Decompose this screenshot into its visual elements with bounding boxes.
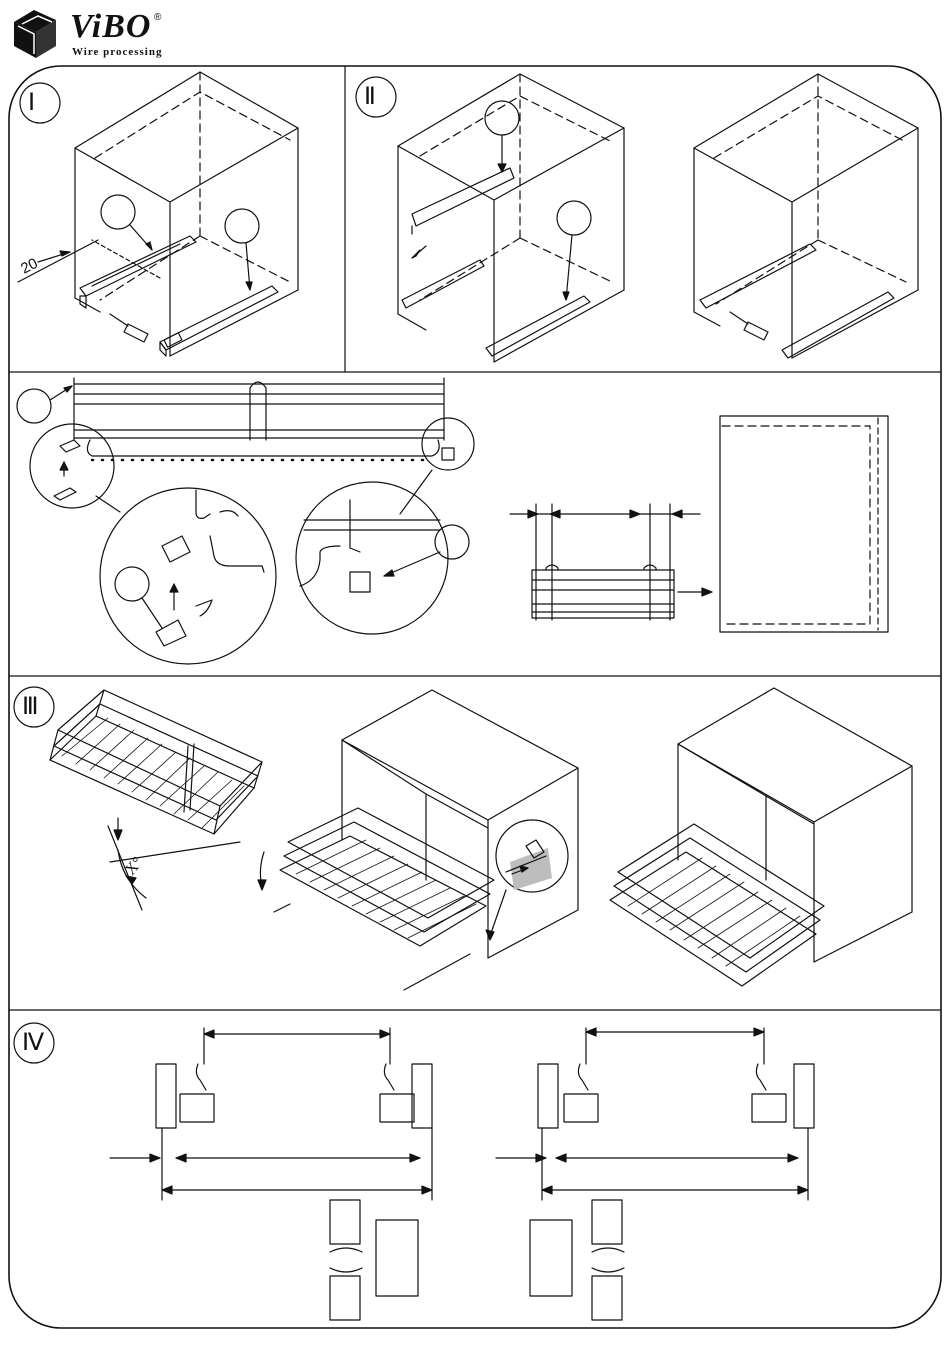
step-3-cabinet-installed [610,688,912,986]
step-3-basket-angle [50,690,262,910]
step-3-numeral: Ⅲ [22,692,39,721]
basket-front-view [510,504,712,620]
step-4-numeral: Ⅳ [22,1028,44,1057]
step-2-cabinet-b [694,74,918,358]
step-1-numeral: Ⅰ [28,88,35,117]
basket-side-rail [17,378,444,460]
step-4-right-view [496,1028,814,1320]
detail-circle-left [30,424,120,512]
detail-circle-right [296,418,474,634]
offset-dimension-label: 20 [18,255,41,278]
step-1-cabinet [18,72,298,356]
step-2-numeral: Ⅱ [364,82,376,111]
step-4-left-view [110,1028,432,1320]
detail-circle-center [100,488,276,664]
cabinet-front-panel [720,416,888,632]
step-2-circle [356,77,396,117]
step-1-circle [20,83,60,123]
step-3-cabinet-insert [258,690,578,990]
step-2-cabinet-a [398,74,624,362]
